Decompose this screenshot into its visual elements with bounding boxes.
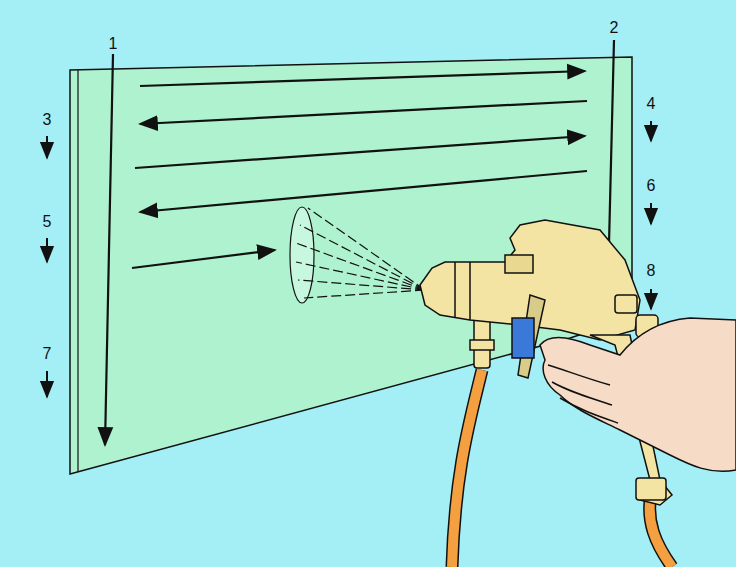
callout-number: 2 xyxy=(610,20,619,36)
callout-number: 4 xyxy=(647,96,656,112)
callout-number: 8 xyxy=(647,263,656,279)
callout-number: 6 xyxy=(647,178,656,194)
callout-number: 5 xyxy=(43,214,52,230)
callout-number: 7 xyxy=(43,346,52,362)
callout-number: 3 xyxy=(43,112,52,128)
hand xyxy=(540,318,736,471)
spray-fan xyxy=(290,207,425,303)
callout-number: 1 xyxy=(109,36,118,52)
